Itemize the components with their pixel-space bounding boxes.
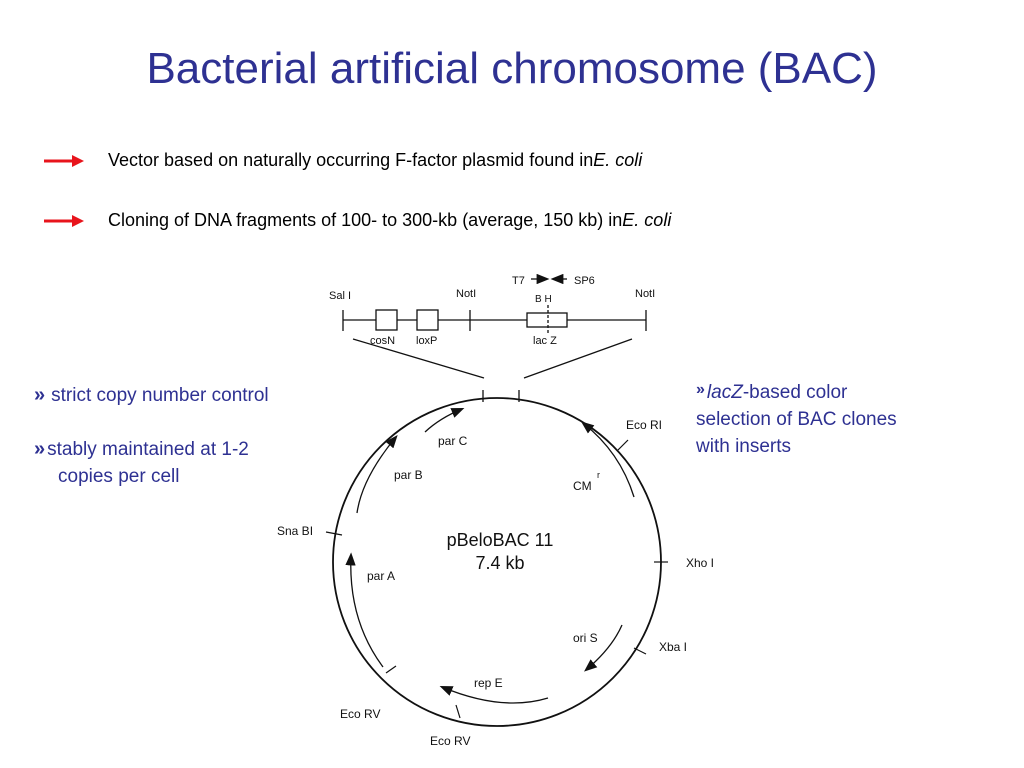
lacz-line3: with inserts	[696, 436, 792, 457]
bullet-2: Cloning of DNA fragments of 100- to 300-…	[44, 210, 671, 231]
note-stably-maintained: »stably maintained at 1-2 copies per cel…	[34, 436, 249, 490]
xbai-tick	[633, 647, 647, 655]
red-arrow-icon	[44, 154, 84, 167]
bullet-1: Vector based on naturally occurring F-fa…	[44, 150, 642, 171]
chevron-icon: »	[696, 381, 705, 398]
expansion-line-left	[352, 338, 485, 379]
plasmid-size: 7.4 kb	[475, 553, 524, 573]
expansion-line-right	[523, 338, 633, 379]
note-stably-line2: copies per cell	[58, 466, 180, 487]
ecori-tick	[617, 439, 629, 451]
bullet-1-text: Vector based on naturally occurring F-fa…	[108, 150, 594, 170]
loxp-label: loxP	[416, 335, 437, 347]
lacz-label: lac Z	[533, 335, 557, 347]
plasmid-name: pBeloBAC 11	[447, 530, 554, 550]
notl-left-label: NotI	[456, 288, 476, 300]
bullet-1-italic: E. coli	[593, 150, 643, 170]
repe-arrow	[439, 686, 549, 704]
bullet-2-italic: E. coli	[622, 210, 672, 230]
parb-label: par B	[394, 468, 423, 482]
sp6-label: SP6	[574, 275, 595, 287]
chevron-icon: »	[34, 438, 46, 460]
chevron-icon: »	[34, 384, 46, 406]
oris-arrow	[584, 624, 623, 672]
ecori-label: Eco RI	[626, 418, 662, 432]
slide-title: Bacterial artificial chromosome (BAC)	[146, 44, 878, 93]
lacz-line1: -based color	[742, 382, 848, 403]
sali-label: Sal I	[329, 290, 351, 302]
cosn-label: cosN	[370, 335, 395, 347]
lacz-line2: selection of BAC clones	[696, 409, 897, 430]
cm-label: CM	[573, 479, 592, 493]
lacz-italic: lacZ	[706, 382, 743, 403]
ecorv1-tick	[385, 665, 397, 674]
bh-label: B H	[535, 294, 552, 305]
cm-arrow	[580, 421, 635, 498]
ecorv2-label: Eco RV	[430, 734, 470, 748]
parc-label: par C	[438, 434, 468, 448]
linear-map	[342, 273, 647, 379]
bullet-2-text: Cloning of DNA fragments of 100- to 300-…	[108, 210, 623, 230]
red-arrow-icon	[44, 214, 84, 227]
para-arrow	[345, 552, 384, 668]
notl-right-label: NotI	[635, 288, 655, 300]
loxp-box	[416, 309, 439, 331]
parb-arrow	[356, 434, 398, 514]
circular-map	[325, 390, 668, 727]
para-label: par A	[367, 569, 395, 583]
repe-label: rep E	[474, 676, 503, 690]
snabi-label: Sna BI	[277, 524, 313, 538]
note-copy-control-text: strict copy number control	[51, 385, 269, 406]
xbai-label: Xba I	[659, 640, 687, 654]
note-stably-line1: stably maintained at 1-2	[47, 439, 249, 460]
cosn-box	[375, 309, 398, 331]
oris-label: ori S	[573, 631, 598, 645]
note-lacz-selection: »lacZ-based color selection of BAC clone…	[696, 376, 897, 460]
parc-arrow	[424, 408, 465, 433]
ecorv1-label: Eco RV	[340, 707, 380, 721]
t7-label: T7	[512, 275, 525, 287]
cm-superscript: r	[597, 470, 600, 480]
xhoi-label: Xho I	[686, 556, 714, 570]
snabi-tick	[325, 531, 343, 536]
lacz-box	[526, 312, 568, 328]
ecorv2-tick	[455, 704, 461, 719]
note-copy-control: »strict copy number control	[34, 382, 269, 409]
